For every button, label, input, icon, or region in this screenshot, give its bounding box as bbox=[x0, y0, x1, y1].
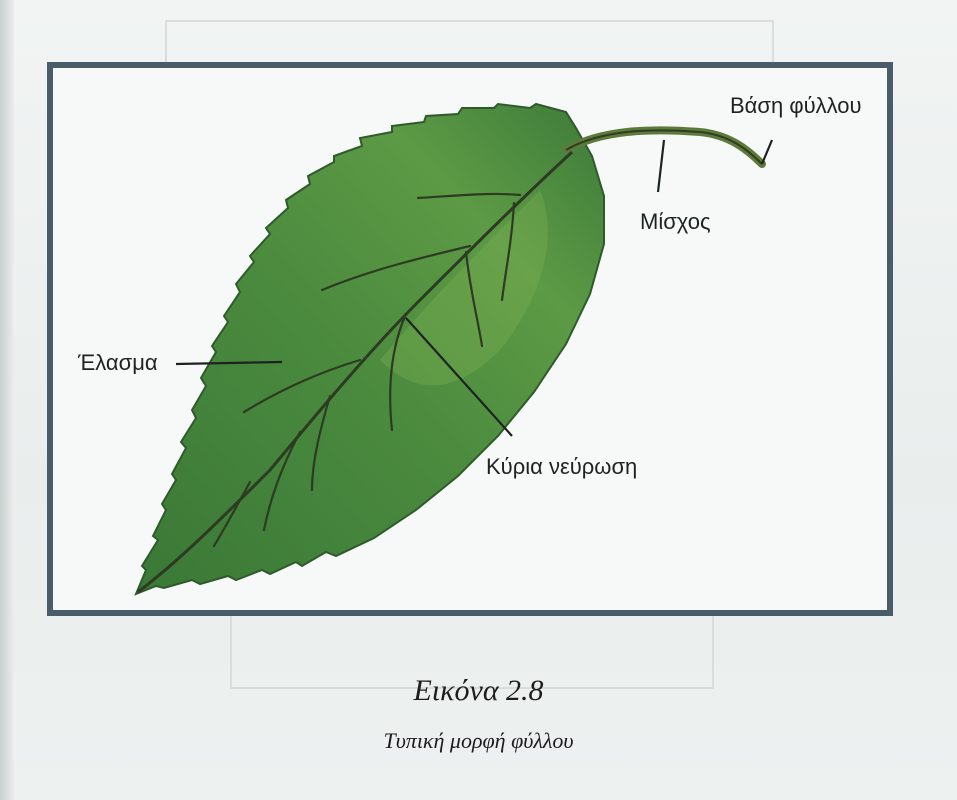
figure-caption-title: Εικόνα 2.8 bbox=[0, 674, 957, 708]
figure-caption-subtitle: Τυπική μορφή φύλλου bbox=[0, 728, 957, 754]
label-main-vein: Κύρια νεύρωση bbox=[486, 454, 637, 480]
label-blade: Έλασμα bbox=[78, 350, 158, 376]
label-leaf-base: Βάση φύλλου bbox=[730, 93, 862, 119]
leaf-blade bbox=[136, 104, 604, 594]
label-petiole: Μίσχος bbox=[640, 209, 711, 235]
